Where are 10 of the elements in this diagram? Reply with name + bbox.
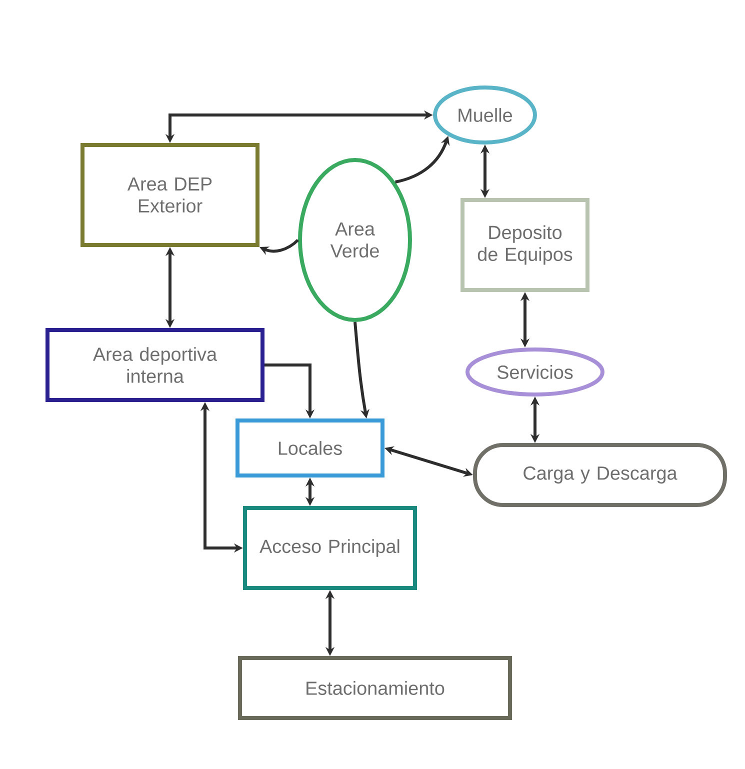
rounded-box: Carga y Descarga [473, 443, 727, 507]
area-box: Locales [236, 418, 384, 478]
area-box: Acceso Principal [243, 506, 417, 590]
ellipse-node: Area Verde [298, 158, 412, 322]
ellipse-node: Muelle [433, 86, 537, 144]
ellipse-node: Servicios [466, 348, 604, 396]
area-box: Area deportiva interna [46, 328, 264, 402]
area-box: Estacionamiento [238, 656, 512, 720]
area-box: Deposito de Equipos [460, 198, 590, 292]
area-box: Area DEP Exterior [80, 143, 260, 247]
